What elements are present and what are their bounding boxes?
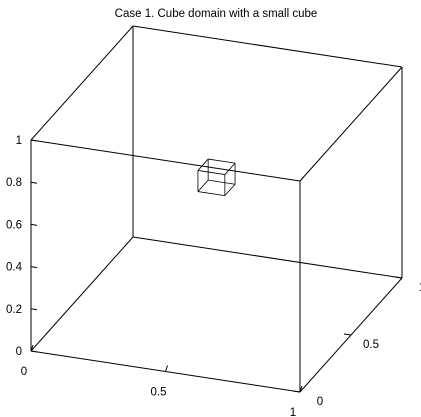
domain-cube-edge-7 bbox=[30, 25, 134, 141]
z-tick-0 bbox=[30, 350, 38, 353]
y-tick-label: 0.5 bbox=[363, 339, 379, 351]
chart-title: Case 1. Cube domain with a small cube bbox=[115, 8, 318, 20]
axis-tick-labels: 0 0.5 1 0 0.5 1 0 0.2 0.4 0.6 0.8 1 bbox=[6, 135, 421, 417]
y-tick-0 bbox=[292, 390, 301, 393]
y-tick-2 bbox=[394, 276, 403, 279]
small-cube-edge-2 bbox=[208, 179, 236, 185]
domain-cube-edge-3 bbox=[30, 236, 134, 352]
z-tick-label: 1 bbox=[16, 135, 22, 147]
y-tick-label: 1 bbox=[419, 282, 421, 294]
z-tick-1 bbox=[30, 308, 38, 311]
small-cube-edge-7 bbox=[197, 158, 209, 171]
domain-cube-edge-6 bbox=[132, 25, 403, 68]
x-tick-0 bbox=[30, 344, 34, 352]
x-tick-1 bbox=[165, 365, 168, 372]
z-tick-label: 0.8 bbox=[6, 177, 22, 189]
z-tick-label: 0.4 bbox=[6, 262, 23, 274]
domain-cube-edge-2 bbox=[132, 236, 403, 279]
domain-cube-edge-5 bbox=[299, 66, 403, 182]
small-cube-edge-1 bbox=[224, 183, 236, 196]
x-tick-2 bbox=[299, 385, 303, 393]
z-tick-label: 0.2 bbox=[6, 304, 22, 316]
small-cube-edge-6 bbox=[208, 158, 236, 164]
y-tick-label: 0 bbox=[317, 396, 323, 408]
z-tick-label: 0.6 bbox=[6, 219, 22, 231]
x-tick-label: 0 bbox=[21, 366, 27, 378]
z-tick-label: 0 bbox=[16, 346, 22, 358]
x-tick-label: 0.5 bbox=[151, 387, 167, 399]
z-tick-4 bbox=[30, 181, 38, 184]
y-tick-1 bbox=[343, 333, 352, 336]
z-tick-2 bbox=[30, 266, 38, 269]
z-tick-5 bbox=[30, 139, 38, 142]
small-cube-edge-3 bbox=[197, 179, 209, 192]
x-tick-label: 1 bbox=[290, 407, 296, 417]
domain-cube-edge-4 bbox=[30, 139, 301, 182]
small-cube-edge-0 bbox=[197, 191, 225, 197]
axis-ticks bbox=[30, 139, 403, 393]
small-cube-edge-4 bbox=[197, 170, 225, 175]
small-cube-edge-5 bbox=[224, 162, 236, 175]
wireframe-edges bbox=[30, 25, 403, 393]
z-tick-3 bbox=[30, 223, 38, 226]
